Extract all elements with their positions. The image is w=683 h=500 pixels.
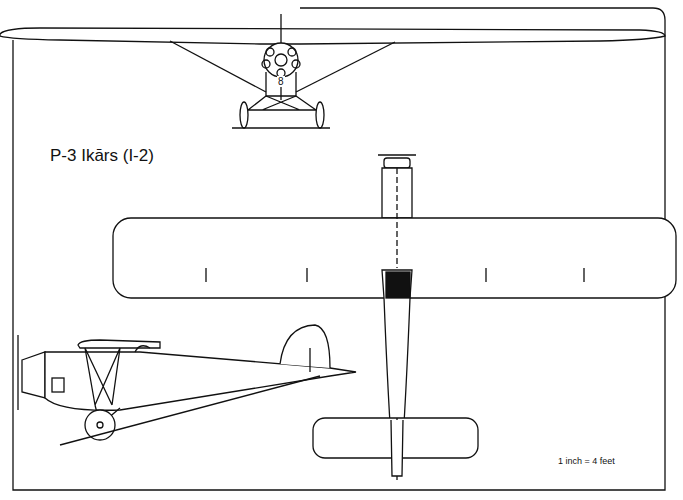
ground-line (60, 376, 320, 445)
front-gear (244, 96, 320, 110)
top-propeller (378, 154, 416, 155)
side-propeller (17, 335, 18, 410)
scale-note: 1 inch = 4 feet (558, 456, 615, 466)
front-strut (296, 42, 395, 92)
front-wing (0, 28, 665, 44)
side-fin (280, 325, 330, 368)
side-wheel (85, 410, 115, 440)
front-wheel (316, 102, 324, 128)
engine-number: 8 (277, 76, 285, 87)
side-window (52, 378, 64, 392)
front-wheel (240, 102, 248, 128)
cockpit (386, 272, 410, 298)
top-rudder (391, 420, 403, 476)
drawing-title: P-3 Ikārs (I-2) (50, 146, 154, 166)
top-engine (382, 168, 412, 218)
front-strut (170, 41, 266, 92)
windscreen (135, 346, 150, 352)
side-strut (85, 348, 120, 405)
front-fuselage (266, 72, 296, 96)
top-wing (113, 218, 676, 298)
side-engine (22, 352, 45, 398)
front-engine (264, 43, 298, 77)
